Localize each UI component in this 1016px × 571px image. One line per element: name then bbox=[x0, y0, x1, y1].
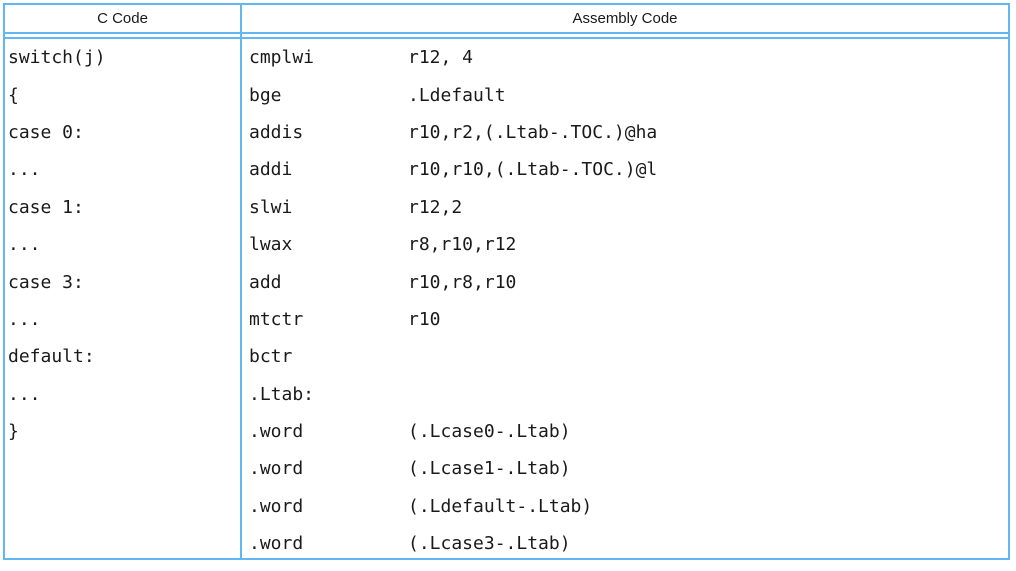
assembly-line: bge .Ldefault bbox=[242, 76, 1008, 113]
assembly-mnemonic: .word bbox=[249, 533, 304, 555]
c-code-line: ... bbox=[8, 159, 41, 181]
assembly-line: lwax r8,r10,r12 bbox=[242, 226, 1008, 263]
assembly-code-cell: cmplwi r12, 4 bge .Ldefault addis r10,r2… bbox=[240, 39, 1008, 558]
assembly-operands: r10,r10,(.Ltab-.TOC.)@l bbox=[408, 159, 658, 181]
c-code-line: case 1: bbox=[8, 196, 84, 218]
assembly-operands: r10,r2,(.Ltab-.TOC.)@ha bbox=[408, 121, 658, 143]
column-header-assembly-code: Assembly Code bbox=[240, 5, 1008, 32]
c-code-cell: switch(j) { case 0: ... case 1: ... case… bbox=[5, 39, 240, 558]
assembly-line: bctr bbox=[242, 338, 1008, 375]
assembly-mnemonic: lwax bbox=[249, 234, 293, 256]
assembly-operands: r12, 4 bbox=[408, 47, 474, 69]
assembly-operands: (.Ldefault-.Ltab) bbox=[408, 495, 593, 517]
assembly-operands: r8,r10,r12 bbox=[408, 234, 517, 256]
assembly-line: add r10,r8,r10 bbox=[242, 263, 1008, 300]
table-body-row: switch(j) { case 0: ... case 1: ... case… bbox=[5, 39, 1008, 558]
assembly-mnemonic: cmplwi bbox=[249, 47, 315, 69]
header-double-rule bbox=[5, 34, 1008, 39]
assembly-line: cmplwi r12, 4 bbox=[242, 39, 1008, 76]
assembly-operands: r12,2 bbox=[408, 196, 463, 218]
assembly-mnemonic: .word bbox=[249, 495, 304, 517]
assembly-mnemonic: addi bbox=[249, 159, 293, 181]
assembly-line: .word (.Lcase3-.Ltab) bbox=[242, 525, 1008, 558]
assembly-line: .word (.Ldefault-.Ltab) bbox=[242, 488, 1008, 525]
c-code-line: ... bbox=[8, 383, 41, 405]
assembly-mnemonic: add bbox=[249, 271, 282, 293]
table-header-row: C Code Assembly Code bbox=[5, 5, 1008, 34]
assembly-line: slwi r12,2 bbox=[242, 189, 1008, 226]
assembly-operands: (.Lcase1-.Ltab) bbox=[408, 458, 571, 480]
assembly-mnemonic: bge bbox=[249, 84, 282, 106]
c-code-line: ... bbox=[8, 308, 41, 330]
assembly-mnemonic: mtctr bbox=[249, 308, 304, 330]
assembly-line: .word (.Lcase0-.Ltab) bbox=[242, 413, 1008, 450]
assembly-mnemonic: .word bbox=[249, 458, 304, 480]
column-divider bbox=[240, 34, 242, 37]
assembly-mnemonic: .Ltab: bbox=[249, 383, 315, 405]
c-code-line: } bbox=[8, 421, 19, 443]
c-code-line: case 0: bbox=[8, 121, 84, 143]
assembly-line: mtctr r10 bbox=[242, 301, 1008, 338]
c-code-line: ... bbox=[8, 234, 41, 256]
assembly-operands: r10 bbox=[408, 308, 441, 330]
assembly-line: addis r10,r2,(.Ltab-.TOC.)@ha bbox=[242, 114, 1008, 151]
assembly-operands: .Ldefault bbox=[408, 84, 506, 106]
assembly-operands: r10,r8,r10 bbox=[408, 271, 517, 293]
assembly-mnemonic: addis bbox=[249, 121, 304, 143]
assembly-line: .Ltab: bbox=[242, 376, 1008, 413]
column-header-c-code: C Code bbox=[97, 10, 148, 27]
assembly-operands: (.Lcase3-.Ltab) bbox=[408, 533, 571, 555]
assembly-operands: (.Lcase0-.Ltab) bbox=[408, 421, 571, 443]
assembly-mnemonic: bctr bbox=[249, 346, 293, 368]
assembly-mnemonic: .word bbox=[249, 421, 304, 443]
assembly-mnemonic: slwi bbox=[249, 196, 293, 218]
assembly-line: .word (.Lcase1-.Ltab) bbox=[242, 450, 1008, 487]
c-code-line: case 3: bbox=[8, 271, 84, 293]
assembly-line: addi r10,r10,(.Ltab-.TOC.)@l bbox=[242, 151, 1008, 188]
code-comparison-table: C Code Assembly Code switch(j) { case 0:… bbox=[3, 3, 1010, 560]
c-code-line: default: bbox=[8, 346, 95, 368]
c-code-line: { bbox=[8, 84, 19, 106]
c-code-line: switch(j) bbox=[8, 47, 106, 69]
